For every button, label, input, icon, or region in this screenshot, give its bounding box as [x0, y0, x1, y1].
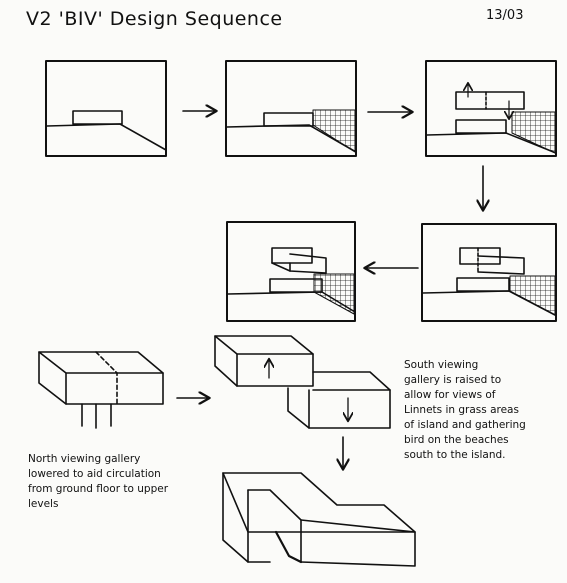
frame-2 — [225, 60, 357, 157]
diagram-date: 13/03 — [486, 8, 524, 23]
isometric-block-2 — [214, 335, 391, 429]
isometric-block-3 — [222, 472, 416, 567]
frame-4 — [421, 223, 557, 322]
isometric-block-1 — [38, 351, 164, 429]
south-gallery-note: South viewing gallery is raised to allow… — [404, 359, 526, 461]
frame-5 — [226, 221, 356, 322]
frame-3 — [425, 60, 557, 157]
north-gallery-note: North viewing gallery lowered to aid cir… — [28, 453, 169, 510]
diagram-title: V2 'BIV' Design Sequence — [26, 8, 283, 30]
frame-1 — [45, 60, 167, 157]
